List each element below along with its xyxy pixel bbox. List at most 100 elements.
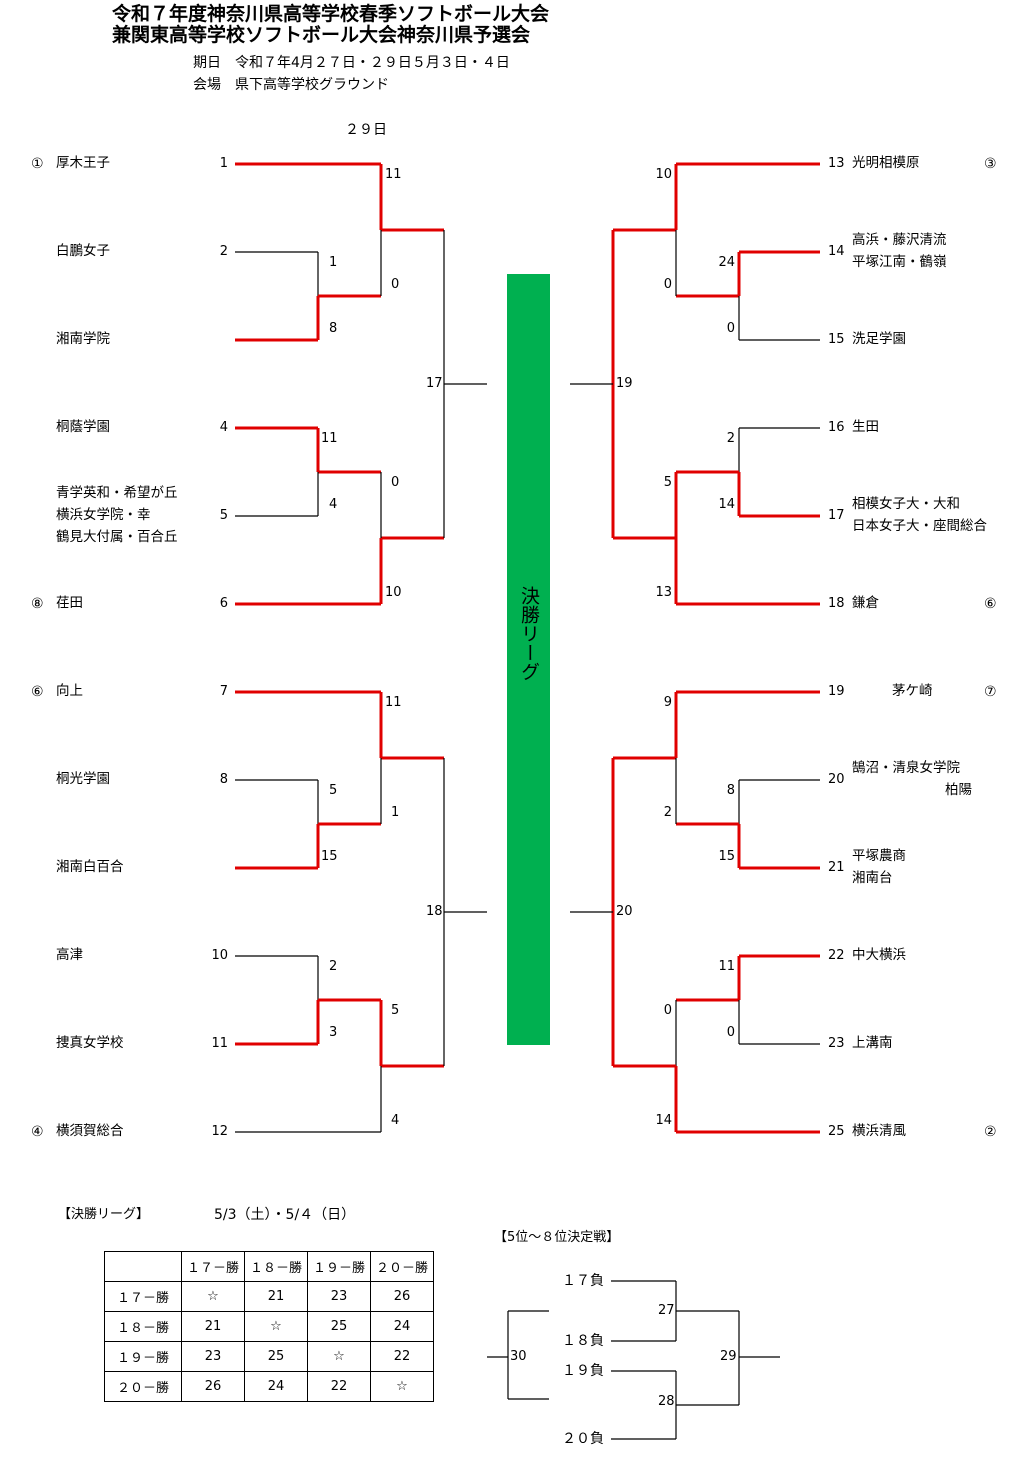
league-cell: １７－勝 <box>104 1281 182 1312</box>
game-20-number: 20 <box>616 904 633 919</box>
team-name: 高津 <box>56 947 83 963</box>
team-name: 平塚農商 <box>852 848 906 864</box>
league-cell: 26 <box>181 1371 245 1402</box>
league-cell: １９－勝 <box>104 1341 182 1372</box>
seed-rank: ② <box>984 1124 997 1140</box>
match-score: 8 <box>726 783 735 798</box>
league-cell: 24 <box>370 1311 434 1342</box>
slot-number: 20 <box>828 772 845 787</box>
match-score: 11 <box>385 695 402 710</box>
seed-rank: ③ <box>984 156 997 172</box>
league-cell: １９－勝 <box>307 1251 371 1282</box>
team-name: 湘南白百合 <box>56 859 124 875</box>
game-28: 28 <box>658 1394 675 1409</box>
team-name: 鵠沼・清泉女学院 <box>852 760 960 776</box>
loser-17: １７負 <box>562 1273 604 1289</box>
game-17-number: 17 <box>426 376 443 391</box>
team-name: 鎌倉 <box>852 595 879 611</box>
league-cell: 21 <box>181 1311 245 1342</box>
slot-number: 17 <box>828 508 845 523</box>
game-19-number: 19 <box>616 376 633 391</box>
seed-rank: ① <box>31 156 44 172</box>
seed-rank: ⑥ <box>984 596 997 612</box>
match-score: 10 <box>385 585 402 600</box>
league-cell: 23 <box>181 1341 245 1372</box>
league-cell: 22 <box>370 1341 434 1372</box>
match-score: 24 <box>718 255 735 270</box>
loser-19: １９負 <box>562 1363 604 1379</box>
slot-number: 6 <box>219 596 228 611</box>
team-name: 横須賀総合 <box>56 1123 124 1139</box>
slot-number: 11 <box>211 1036 228 1051</box>
league-cell: 26 <box>370 1281 434 1312</box>
game-18-number: 18 <box>426 904 443 919</box>
league-cell: ☆ <box>307 1341 371 1372</box>
slot-number: 4 <box>219 420 228 435</box>
game-29: 29 <box>720 1349 737 1364</box>
match-score: 11 <box>718 959 735 974</box>
slot-number: 15 <box>828 332 845 347</box>
match-score: 10 <box>655 167 672 182</box>
team-name: 厚木王子 <box>56 155 110 171</box>
match-score: 2 <box>663 805 672 820</box>
match-score: 4 <box>391 1113 400 1128</box>
league-cell: 24 <box>244 1371 308 1402</box>
match-score: 15 <box>321 849 338 864</box>
slot-number: 8 <box>219 772 228 787</box>
team-name: 荏田 <box>56 595 83 611</box>
match-score: 1 <box>329 255 338 270</box>
match-score: 5 <box>391 1003 400 1018</box>
match-score: 8 <box>329 321 338 336</box>
team-name: 横浜女学院・幸 <box>56 507 151 523</box>
slot-number: 1 <box>219 156 228 171</box>
team-name: 柏陽 <box>945 782 972 798</box>
team-name: 相模女子大・大和 <box>852 496 960 512</box>
match-score: 5 <box>329 783 338 798</box>
match-score: 0 <box>663 277 672 292</box>
team-name: 茅ケ崎 <box>892 683 933 699</box>
slot-number: 2 <box>219 244 228 259</box>
league-cell: １７－勝 <box>181 1251 245 1282</box>
slot-number: 22 <box>828 948 845 963</box>
seed-rank: ⑥ <box>31 684 44 700</box>
match-score: 2 <box>726 431 735 446</box>
placement-heading: 【5位～８位決定戦】 <box>494 1230 620 1245</box>
slot-number: 18 <box>828 596 845 611</box>
team-name: 上溝南 <box>852 1035 893 1051</box>
slot-number: 23 <box>828 1036 845 1051</box>
slot-number: 7 <box>219 684 228 699</box>
league-cell: 22 <box>307 1371 371 1402</box>
final-league-label: 決勝リーグ <box>518 586 540 681</box>
slot-number: 25 <box>828 1124 845 1139</box>
league-cell: 25 <box>244 1341 308 1372</box>
slot-number: 10 <box>211 948 228 963</box>
match-score: 0 <box>391 475 400 490</box>
slot-number: 19 <box>828 684 845 699</box>
team-name: 中大横浜 <box>852 947 906 963</box>
league-cell: ☆ <box>181 1281 245 1312</box>
game-27: 27 <box>658 1303 675 1318</box>
team-name: 横浜清風 <box>852 1123 906 1139</box>
seed-rank: ⑦ <box>984 684 997 700</box>
match-score: 3 <box>329 1025 338 1040</box>
team-name: 日本女子大・座間総合 <box>852 518 987 534</box>
match-score: 0 <box>391 277 400 292</box>
team-name: 高浜・藤沢清流 <box>852 232 947 248</box>
league-cell: １８－勝 <box>104 1311 182 1342</box>
match-score: 11 <box>321 431 338 446</box>
match-score: 0 <box>726 1025 735 1040</box>
team-name: 洗足学園 <box>852 331 906 347</box>
match-score: 2 <box>329 959 338 974</box>
team-name: 桐光学園 <box>56 771 110 787</box>
title-line-2: 兼関東高等学校ソフトボール大会神奈川県予選会 <box>112 24 531 46</box>
league-cell: ２０－勝 <box>370 1251 434 1282</box>
match-score: 4 <box>329 497 338 512</box>
league-cell <box>104 1251 182 1282</box>
league-cell: 25 <box>307 1311 371 1342</box>
